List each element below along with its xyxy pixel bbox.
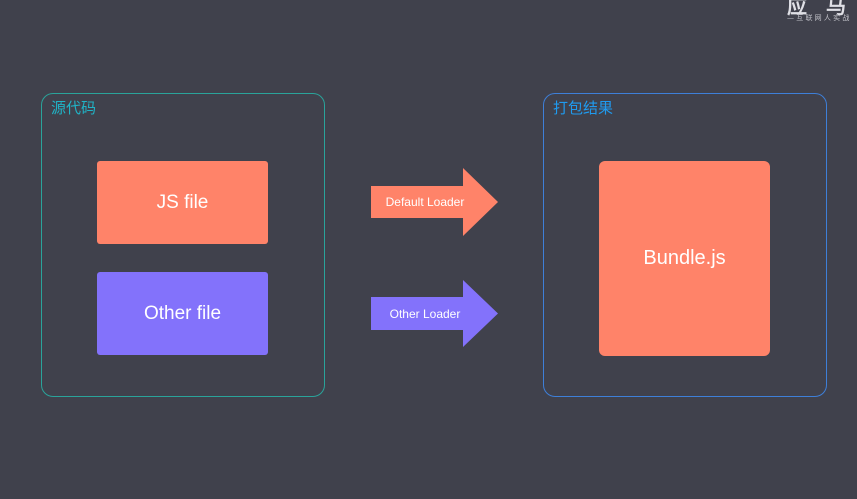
- other-loader-label: Other Loader: [389, 306, 461, 321]
- watermark-logo: 应 马 典 — 互 联 网 人 实 战: [787, 0, 857, 24]
- source-code-label: 源代码: [51, 99, 97, 117]
- other-loader-arrow: Other Loader: [371, 280, 498, 347]
- other-file-box: Other file: [97, 272, 268, 355]
- bundle-result-label: 打包结果: [553, 99, 614, 117]
- other-file-label: Other file: [143, 302, 222, 324]
- bundle-js-label: Bundle.js: [643, 247, 726, 269]
- watermark-logo-text: 应 马 典: [787, 0, 857, 18]
- watermark-subtitle: — 互 联 网 人 实 战: [787, 14, 850, 22]
- js-file-label: JS file: [156, 191, 209, 213]
- arrow-right-icon: [371, 280, 498, 347]
- default-loader-label: Default Loader: [385, 195, 465, 209]
- bundle-js-box: Bundle.js: [599, 161, 770, 356]
- default-loader-arrow: Default Loader: [371, 168, 498, 236]
- bundle-result-group: 打包结果: [543, 93, 827, 397]
- source-code-group: 源代码: [41, 93, 325, 397]
- arrow-right-icon: [371, 168, 498, 236]
- js-file-box: JS file: [97, 161, 268, 244]
